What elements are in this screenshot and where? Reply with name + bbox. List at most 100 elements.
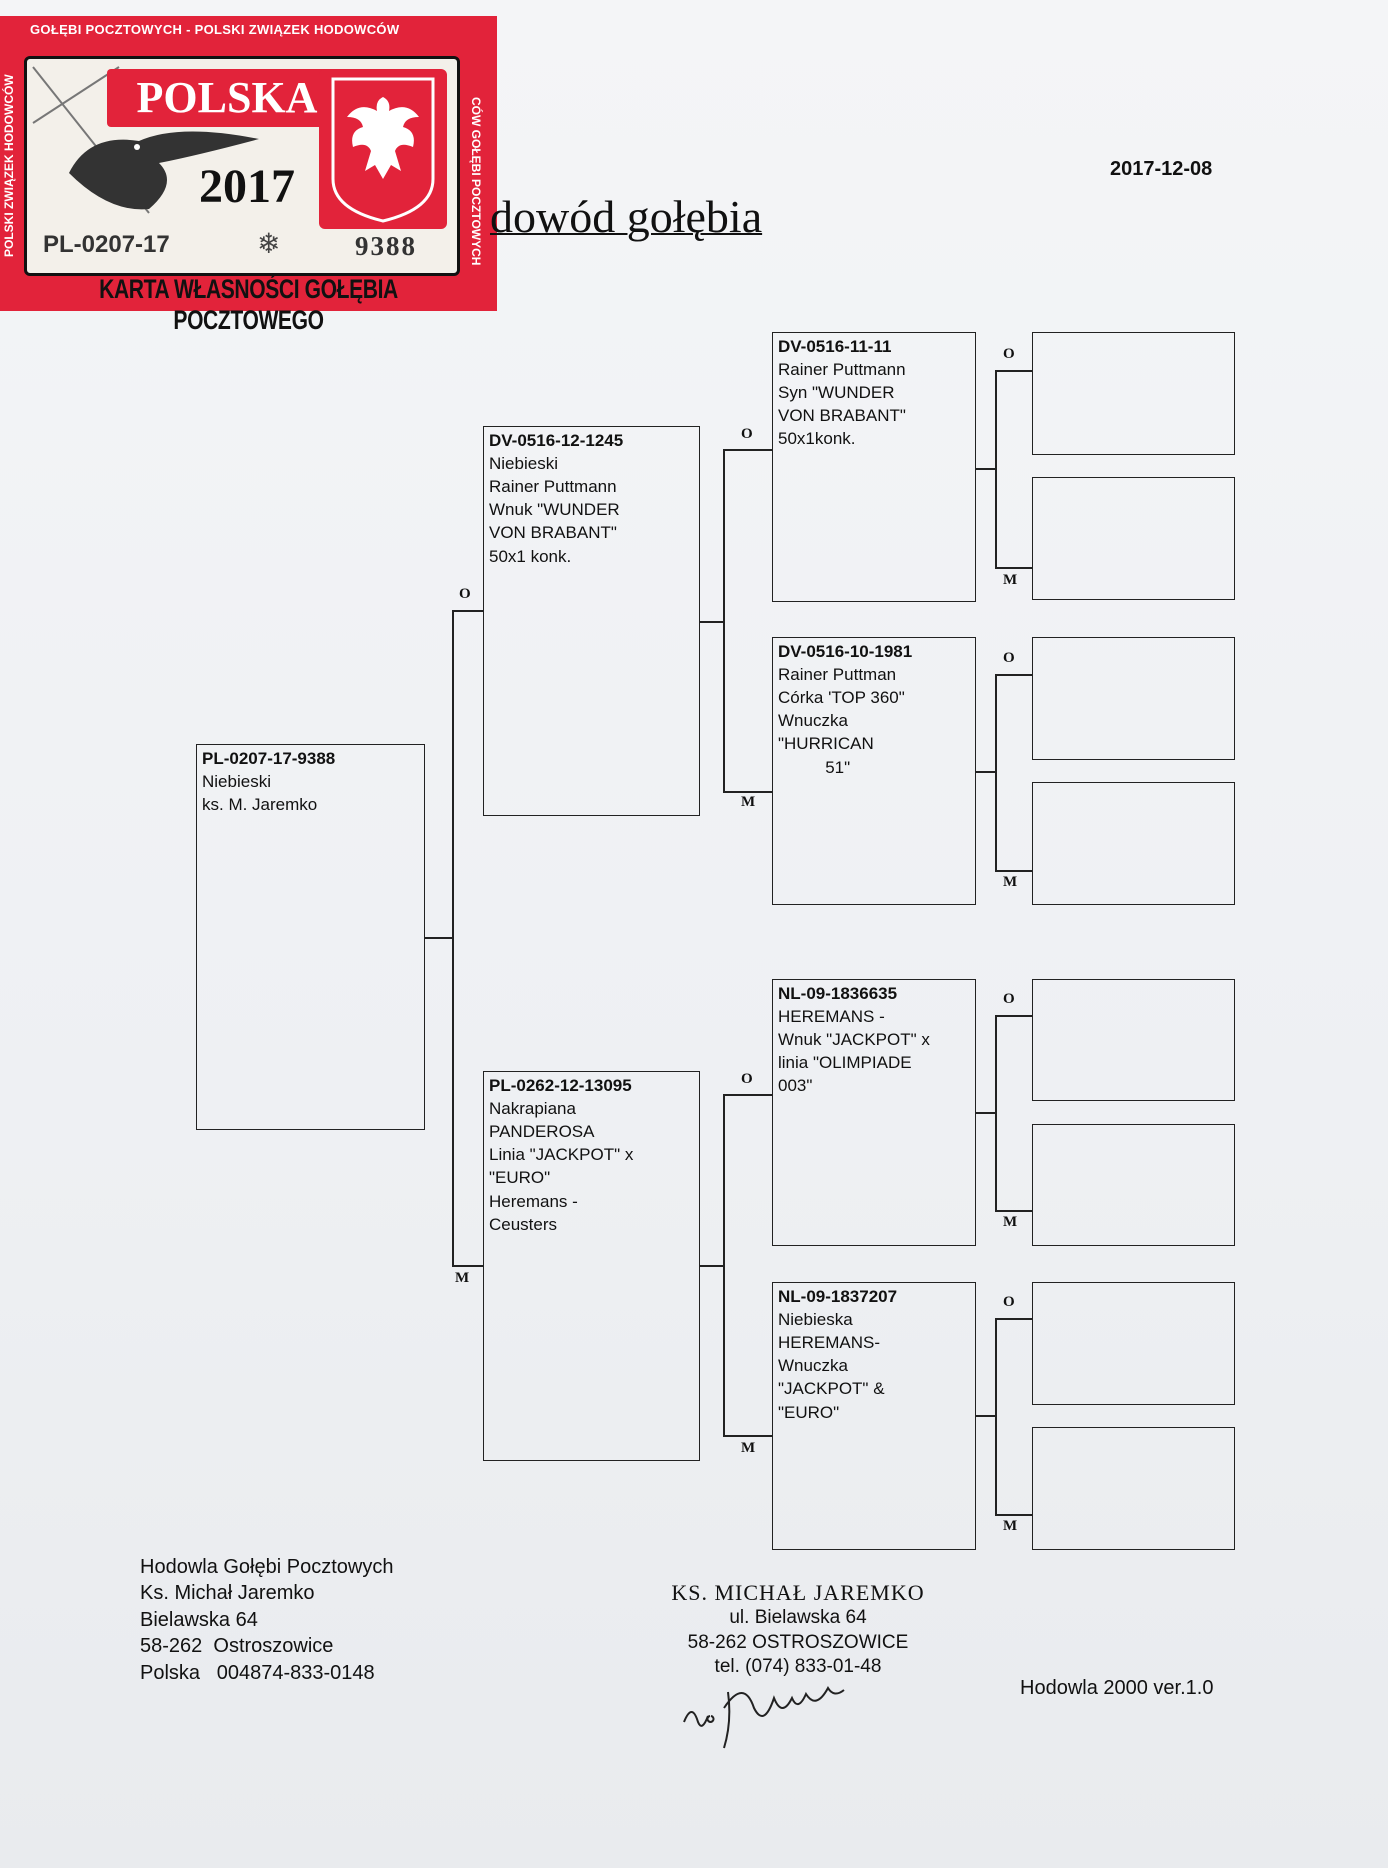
box-line: Wnuczka xyxy=(778,1356,848,1376)
box-line: ks. M. Jaremko xyxy=(202,795,318,815)
connector xyxy=(976,1112,996,1114)
box-line: Linia "JACKPOT" x xyxy=(489,1145,634,1165)
box-ggp-3 xyxy=(1032,637,1235,760)
software-version: Hodowla 2000 ver.1.0 xyxy=(1020,1677,1214,1699)
stamp-line: ul. Bielawska 64 xyxy=(729,1607,867,1628)
box-line: 51" xyxy=(778,757,851,777)
address-line: 58-262 Ostroszowice xyxy=(140,1635,334,1658)
document-title: dowód gołębia xyxy=(490,191,763,242)
box-ff: DV-0516-11-11 Rainer Puttmann Syn "WUNDE… xyxy=(772,332,976,602)
connector xyxy=(976,468,996,470)
connector xyxy=(995,1015,1032,1017)
mother-marker: M xyxy=(1003,572,1018,588)
box-mother: PL-0262-12-13095 Nakrapiana PANDEROSA Li… xyxy=(483,1071,700,1461)
box-line: Córka 'TOP 360" xyxy=(778,688,905,708)
mother-marker: M xyxy=(741,794,756,810)
box-ggp-1 xyxy=(1032,332,1235,455)
signature-icon xyxy=(683,1685,845,1749)
father-marker: O xyxy=(741,1071,753,1087)
card-top-text: GOŁĘBI POCZTOWYCH - POLSKI ZWIĄZEK HODOW… xyxy=(30,22,400,37)
box-line: Rainer Puttmann xyxy=(489,477,617,497)
father-marker: O xyxy=(1003,346,1015,362)
address-line: Hodowla Gołębi Pocztowych xyxy=(140,1556,394,1578)
box-line: "EURO" xyxy=(489,1168,551,1188)
connector xyxy=(995,1514,1032,1516)
card-year: 2017 xyxy=(199,160,295,213)
box-line: Ceusters xyxy=(489,1214,558,1234)
connector xyxy=(452,1265,483,1267)
address-line: Polska 004874-833-0148 xyxy=(140,1661,375,1684)
box-line: Niebieska xyxy=(778,1310,853,1330)
connector xyxy=(995,1318,997,1515)
connector xyxy=(995,1318,1032,1320)
ring-number: DV-0516-10-1981 xyxy=(778,642,913,661)
card-bottom-text: KARTA WŁASNOŚCI GOŁĘBIA POCZTOWEGO xyxy=(99,274,398,335)
box-line: Wnuczka xyxy=(778,711,848,731)
ring-number: DV-0516-11-11 xyxy=(778,337,892,356)
box-line: VON BRABANT" xyxy=(489,523,617,543)
box-line: Niebieski xyxy=(489,454,558,474)
connector xyxy=(995,567,1032,569)
box-line: Rainer Puttmann xyxy=(778,360,906,380)
box-line: Heremans - xyxy=(489,1191,578,1211)
box-ggp-2 xyxy=(1032,477,1235,600)
connector xyxy=(723,1094,725,1436)
box-line: "HURRICAN xyxy=(778,734,874,754)
ring-number: DV-0516-12-1245 xyxy=(489,431,624,450)
card-face: POLSKA 2017 PL-0207-17 ❄ 9388 xyxy=(24,56,460,276)
connector xyxy=(976,1415,996,1417)
connector xyxy=(995,370,1032,372)
box-father: DV-0516-12-1245 Niebieski Rainer Puttman… xyxy=(483,426,700,816)
connector xyxy=(995,1015,997,1211)
box-line: Wnuk "JACKPOT" x xyxy=(778,1030,930,1050)
connector xyxy=(452,610,483,612)
box-ggp-4 xyxy=(1032,782,1235,905)
box-subject: PL-0207-17-9388 Niebieski ks. M. Jaremko xyxy=(196,744,425,1130)
mother-marker: M xyxy=(455,1270,470,1286)
card-left-text: POLSKI ZWIĄZEK HODOWCÓW xyxy=(2,74,16,258)
stamp-name: KS. MICHAŁ JAREMKO xyxy=(671,1580,925,1605)
connector xyxy=(995,1210,1032,1212)
ownership-card: GOŁĘBI POCZTOWYCH - POLSKI ZWIĄZEK HODOW… xyxy=(0,16,497,335)
ring-number: NL-09-1836635 xyxy=(778,984,898,1003)
ring-number: PL-0262-12-13095 xyxy=(489,1076,632,1095)
father-marker: O xyxy=(741,426,753,442)
stamp-line: 58-262 OSTROSZOWICE xyxy=(687,1631,909,1653)
box-line: Nakrapiana xyxy=(489,1099,576,1119)
mother-marker: M xyxy=(1003,1518,1018,1534)
box-line: HEREMANS - xyxy=(778,1007,885,1027)
box-line: 50x1konk. xyxy=(778,429,856,449)
mother-marker: M xyxy=(1003,1214,1018,1230)
box-line: VON BRABANT" xyxy=(778,406,906,426)
card-ring-prefix: PL-0207-17 xyxy=(43,231,170,258)
stamp-line: tel. (074) 833-01-48 xyxy=(714,1656,882,1678)
address-line: Bielawska 64 xyxy=(140,1608,258,1631)
connector xyxy=(723,449,725,792)
mother-marker: M xyxy=(741,1440,756,1456)
connector xyxy=(995,370,997,568)
ring-number: PL-0207-17-9388 xyxy=(202,749,336,768)
box-line: 003" xyxy=(778,1076,813,1096)
connector xyxy=(700,621,724,623)
connector xyxy=(452,610,454,1266)
box-line: Niebieski xyxy=(202,772,271,792)
connector xyxy=(976,771,996,773)
card-country: POLSKA xyxy=(107,69,347,127)
box-line: "JACKPOT" & xyxy=(778,1379,885,1399)
breeder-address: Hodowla Gołębi Pocztowych Ks. Michał Jar… xyxy=(140,1554,393,1686)
box-mm: NL-09-1837207 Niebieska HEREMANS- Wnuczk… xyxy=(772,1282,976,1550)
connector xyxy=(425,937,453,939)
connector xyxy=(723,791,772,793)
eagle-emblem-icon xyxy=(319,69,447,229)
card-ring-number: 9388 xyxy=(355,231,417,261)
connector xyxy=(995,674,997,871)
document-date: 2017-12-08 xyxy=(1110,158,1213,180)
box-line: Wnuk "WUNDER xyxy=(489,500,620,520)
box-line: HEREMANS- xyxy=(778,1333,881,1353)
mother-marker: M xyxy=(1003,874,1018,890)
connector xyxy=(723,1435,772,1437)
box-ggp-8 xyxy=(1032,1427,1235,1550)
box-line: 50x1 konk. xyxy=(489,546,572,566)
father-marker: O xyxy=(1003,991,1015,1007)
